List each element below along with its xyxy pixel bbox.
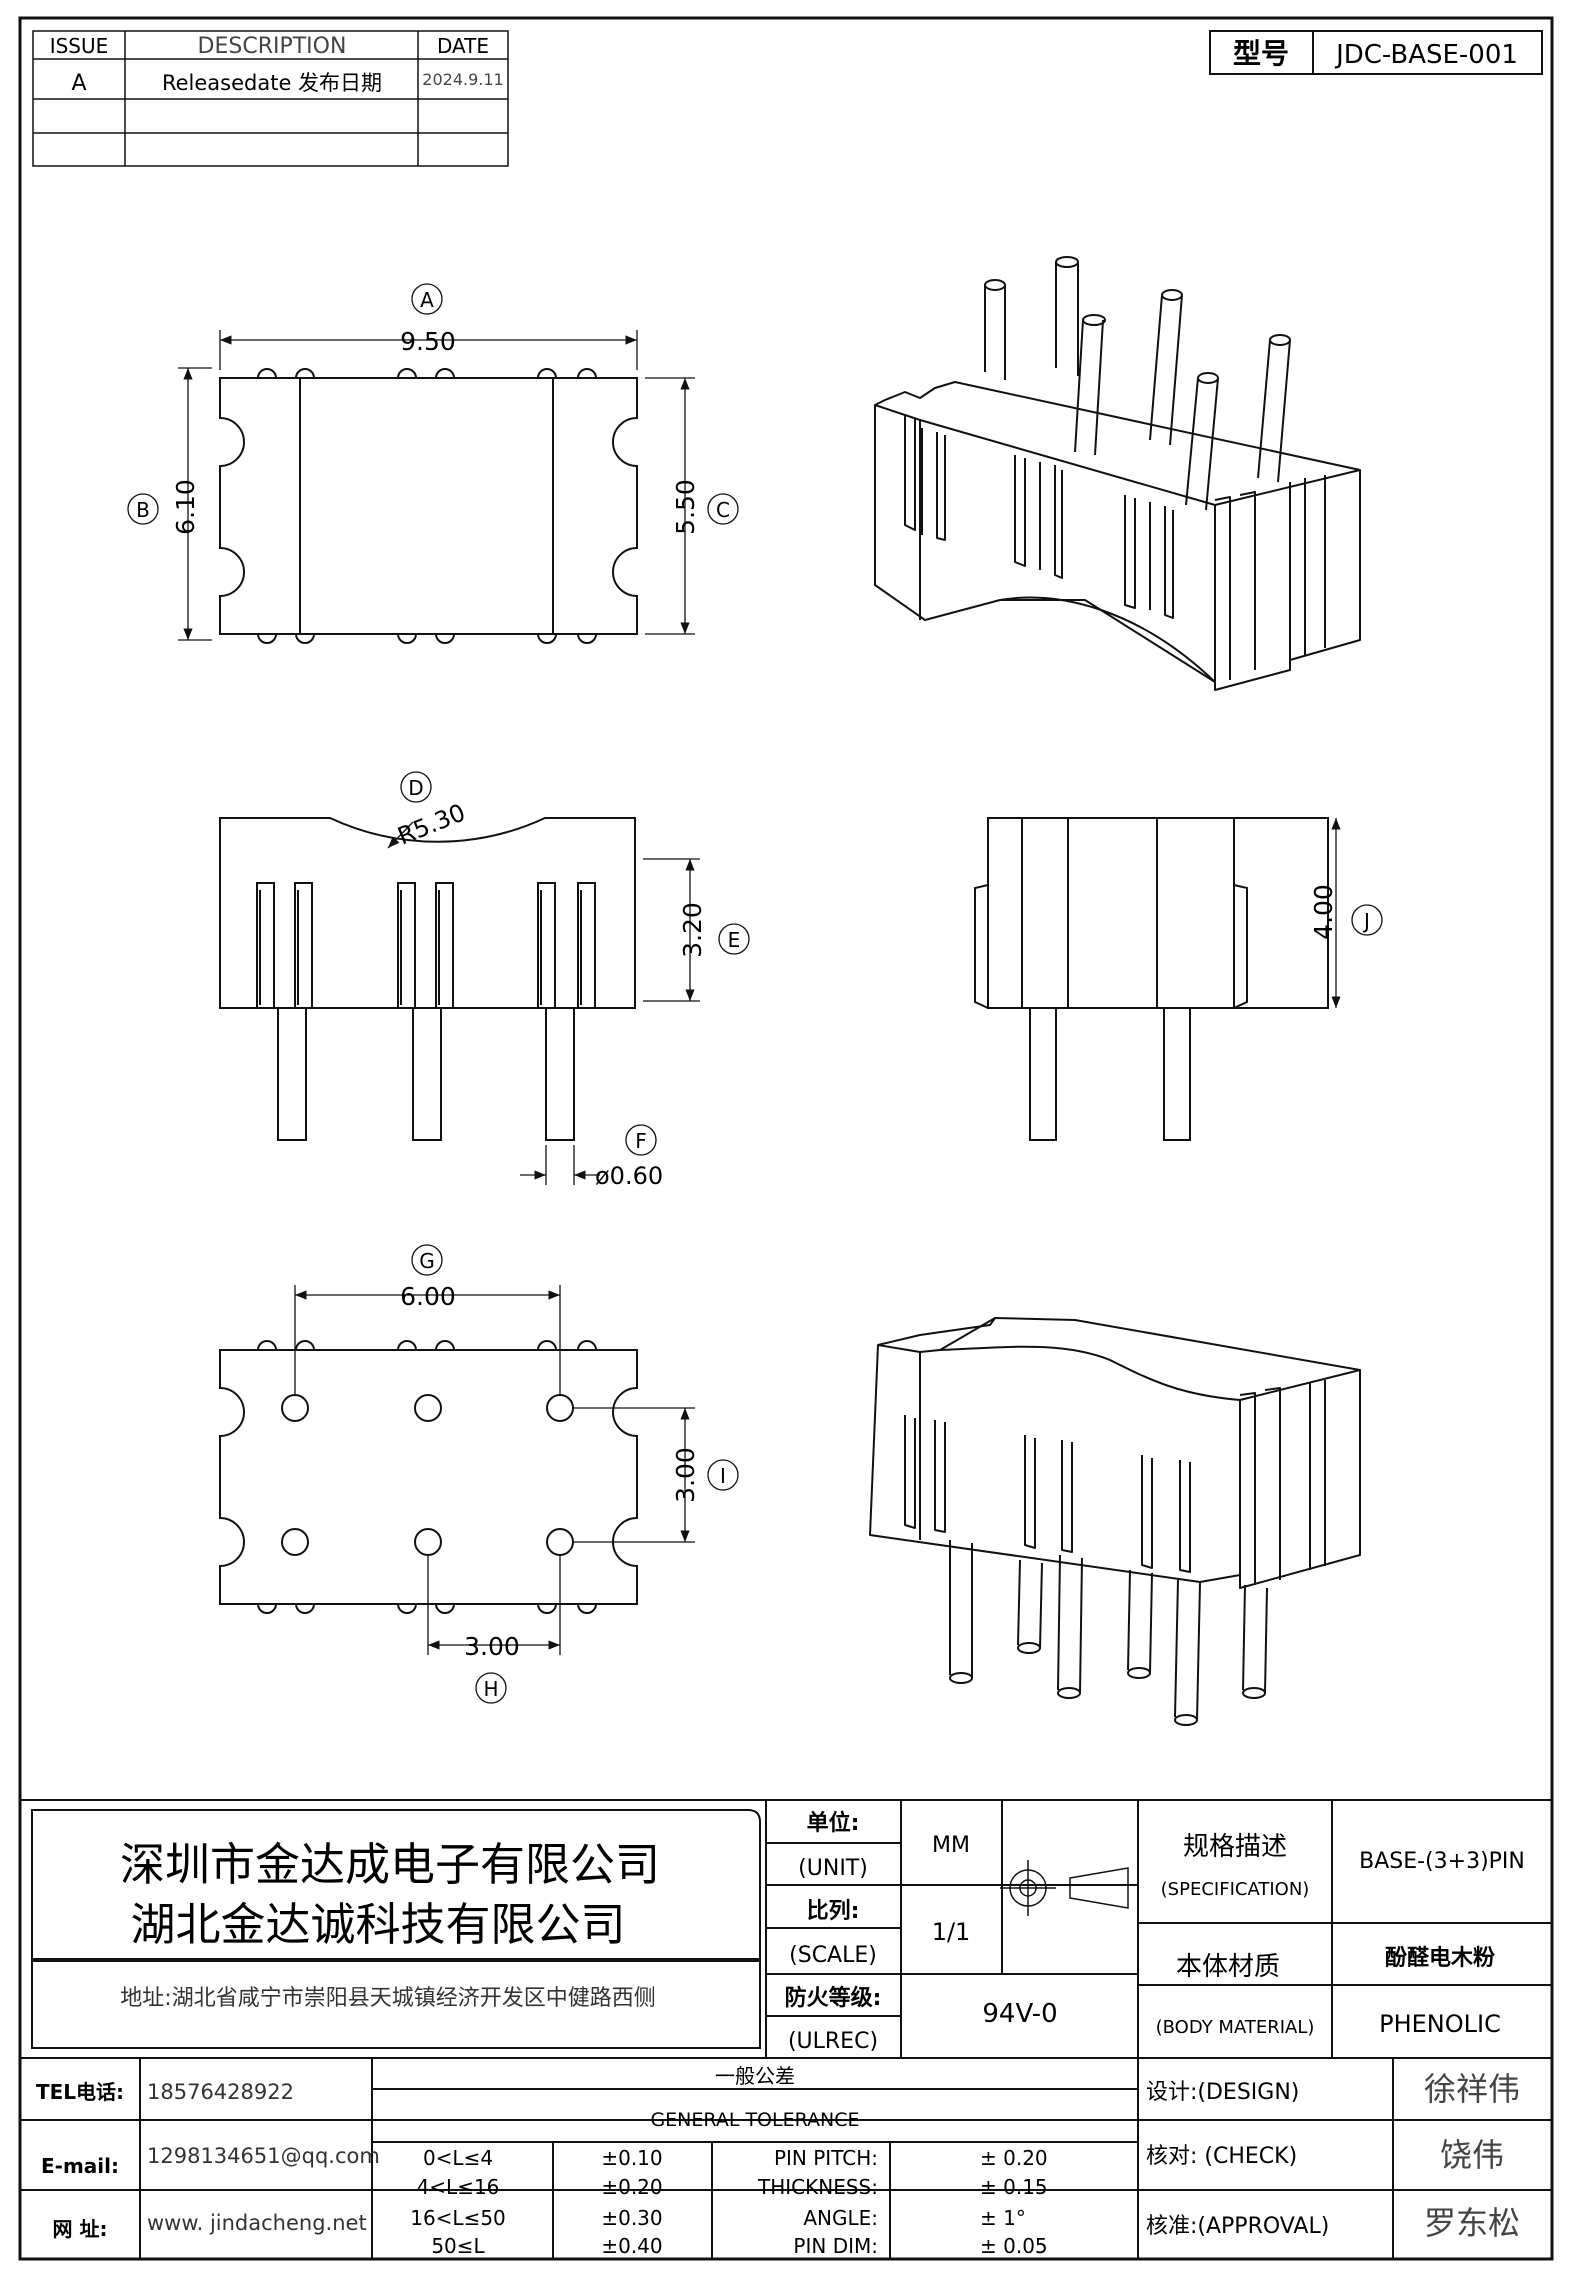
tol-range-1: 0<L≤4 xyxy=(423,2146,493,2170)
model-value: JDC-BASE-001 xyxy=(1334,40,1518,70)
tolerance-title-cn: 一般公差 xyxy=(715,2064,795,2088)
tol-value-4: ±0.40 xyxy=(601,2234,662,2258)
dim-i-label: I xyxy=(720,1464,726,1488)
material-value-cn: 酚醛电木粉 xyxy=(1385,1946,1495,1971)
dim-g-label: G xyxy=(419,1249,435,1273)
front-view-dimensions xyxy=(387,771,750,1185)
iso-view-bottom xyxy=(869,1317,1361,1726)
tol-value-3: ±0.30 xyxy=(601,2206,662,2230)
design-label: 设计:(DESIGN) xyxy=(1146,2080,1299,2105)
web-label: 网 址: xyxy=(53,2217,108,2241)
web-value: www. jindacheng.net xyxy=(147,2211,367,2235)
tol-item-1: PIN PITCH: xyxy=(774,2146,878,2170)
dim-a-value: 9.50 xyxy=(400,327,456,356)
issue-header: ISSUE xyxy=(50,34,109,58)
spec-cn: 规格描述 xyxy=(1183,1832,1287,1862)
fire-value: 94V-0 xyxy=(982,1999,1057,2029)
material-value-en: PHENOLIC xyxy=(1379,2010,1501,2038)
outer-frame xyxy=(18,16,1554,2261)
fire-en: (ULREC) xyxy=(788,2029,878,2054)
projection-symbol xyxy=(1000,1860,1129,1916)
tol-range-4: 50≤L xyxy=(431,2234,485,2258)
date-value: 2024.9.11 xyxy=(422,70,503,89)
tol-range-3: 16<L≤50 xyxy=(410,2206,506,2230)
spec-value: BASE-(3+3)PIN xyxy=(1359,1849,1525,1874)
company-address: 地址:湖北省咸宁市崇阳县天城镇经济开发区中健路西侧 xyxy=(120,1986,655,2011)
dim-h-value: 3.00 xyxy=(464,1632,520,1661)
dim-i-value: 3.00 xyxy=(671,1447,700,1503)
title-block-grid xyxy=(20,1799,1552,2259)
dim-b-label: B xyxy=(136,498,150,522)
dim-h-label: H xyxy=(483,1677,498,1701)
approval-value: 罗东松 xyxy=(1424,2204,1520,2242)
dim-d-label: D xyxy=(408,776,423,800)
date-header: DATE xyxy=(437,34,489,58)
spec-en: (SPECIFICATION) xyxy=(1161,1879,1310,1900)
tol-item-3: ANGLE: xyxy=(803,2206,878,2230)
tol-range-2: 4<L≤16 xyxy=(417,2175,500,2199)
dim-f-value: ø0.60 xyxy=(595,1162,663,1190)
model-box xyxy=(1209,30,1543,75)
dim-b-value: 6.10 xyxy=(171,479,200,535)
tol-item-4: PIN DIM: xyxy=(793,2234,878,2258)
bottom-view-dimensions xyxy=(294,1244,739,1704)
dim-f-label: F xyxy=(635,1129,647,1153)
fire-cn: 防火等级: xyxy=(785,1985,882,2011)
side-view xyxy=(974,817,1329,1141)
tol-item-value-3: ± 1° xyxy=(980,2206,1026,2230)
dim-j-value: 4.00 xyxy=(1309,884,1338,940)
scale-cn: 比列: xyxy=(807,1899,860,1924)
tol-item-value-2: ± 0.15 xyxy=(980,2175,1048,2199)
tol-item-value-4: ± 0.05 xyxy=(980,2234,1048,2258)
unit-cn: 单位: xyxy=(807,1810,860,1836)
check-label: 核对: (CHECK) xyxy=(1146,2144,1297,2169)
design-value: 徐祥伟 xyxy=(1424,2070,1520,2108)
issue-value: A xyxy=(71,71,86,96)
material-cn: 本体材质 xyxy=(1176,1952,1280,1982)
dim-g-value: 6.00 xyxy=(400,1282,456,1311)
tol-value-2: ±0.20 xyxy=(601,2175,662,2199)
company-name-1: 深圳市金达成电子有限公司 xyxy=(120,1838,660,1891)
tol-item-2: THICKNESS: xyxy=(757,2175,878,2199)
dim-d-value: R5.30 xyxy=(394,798,470,850)
approval-label: 核准:(APPROVAL) xyxy=(1146,2214,1329,2239)
revision-table xyxy=(32,30,509,167)
front-view xyxy=(219,817,636,1141)
dim-c-label: C xyxy=(716,498,730,522)
dim-a-label: A xyxy=(420,288,434,312)
material-en: (BODY MATERIAL) xyxy=(1156,2017,1315,2038)
description-header: DESCRIPTION xyxy=(198,34,347,59)
dim-e-value: 3.20 xyxy=(678,902,707,958)
unit-en: (UNIT) xyxy=(798,1856,868,1881)
description-value: Releasedate 发布日期 xyxy=(162,71,382,95)
scale-en: (SCALE) xyxy=(789,1943,877,1968)
tel-label: TEL电话: xyxy=(36,2080,124,2104)
email-label: E-mail: xyxy=(41,2154,119,2178)
scale-value: 1/1 xyxy=(932,1918,971,1946)
email-value: 1298134651@qq.com xyxy=(147,2144,380,2168)
tolerance-title-en: GENERAL TOLERANCE xyxy=(650,2109,859,2131)
dim-j-label: J xyxy=(1362,909,1370,933)
model-label: 型号 xyxy=(1233,37,1289,70)
tel-value: 18576428922 xyxy=(147,2080,294,2104)
company-name-2: 湖北金达诚科技有限公司 xyxy=(130,1898,625,1951)
dim-e-label: E xyxy=(728,928,741,952)
top-view xyxy=(219,368,638,644)
tol-value-1: ±0.10 xyxy=(601,2146,662,2170)
unit-value: MM xyxy=(932,1833,970,1858)
side-view-dimensions xyxy=(1331,818,1383,1008)
dim-c-value: 5.50 xyxy=(671,479,700,535)
tol-item-value-1: ± 0.20 xyxy=(980,2146,1048,2170)
top-view-dimensions xyxy=(127,283,739,641)
check-value: 饶伟 xyxy=(1440,2136,1504,2174)
iso-view-top xyxy=(874,256,1361,691)
